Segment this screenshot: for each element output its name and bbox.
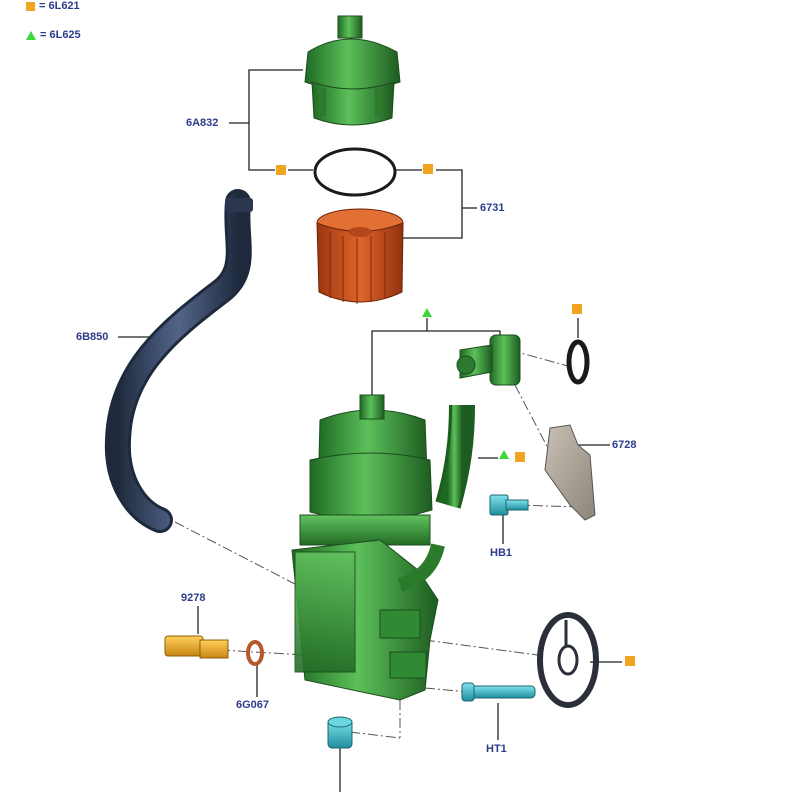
gasket-ring xyxy=(537,612,599,708)
triangle-marker-icon xyxy=(26,30,36,40)
part-label-6728: 6728 xyxy=(612,439,637,451)
part-label-6a832: 6A832 xyxy=(186,117,219,129)
part-label-6731: 6731 xyxy=(480,202,505,214)
part-label-6g067: 6G067 xyxy=(236,699,270,711)
pin-ht1 xyxy=(461,682,536,702)
triangle-marker-icon xyxy=(422,308,432,317)
leader-6731 xyxy=(402,169,463,239)
elbow-fitting xyxy=(456,334,521,386)
sealing-washer xyxy=(246,640,264,666)
part-label-9278: 9278 xyxy=(181,592,206,604)
filter-element xyxy=(316,208,404,304)
seal-ring xyxy=(566,339,590,385)
filter-cap xyxy=(304,15,401,126)
part-label-ht1: HT1 xyxy=(486,743,507,755)
legend-text-square: = 6L621 xyxy=(39,0,80,12)
oil-filter-housing xyxy=(291,394,445,701)
legend-item-triangle: = 6L625 xyxy=(26,29,81,41)
leader-6a832 xyxy=(248,69,303,171)
mounting-bracket xyxy=(544,424,596,521)
square-marker-icon xyxy=(26,1,35,11)
square-marker-icon xyxy=(423,164,433,174)
triangle-marker-icon xyxy=(499,450,509,459)
square-marker-icon xyxy=(276,165,286,175)
legend-item-square: = 6L621 xyxy=(26,0,80,12)
legend-text-triangle: = 6L625 xyxy=(40,29,81,41)
coolant-pipe xyxy=(438,404,472,508)
drain-nut xyxy=(327,716,353,749)
square-marker-icon xyxy=(572,304,582,314)
square-marker-icon xyxy=(515,452,525,462)
bolt-hb1 xyxy=(489,494,529,516)
o-ring xyxy=(313,147,397,197)
oil-pressure-sender xyxy=(164,635,229,659)
part-label-hb1: HB1 xyxy=(490,547,513,559)
part-label-6b850: 6B850 xyxy=(76,331,109,343)
square-marker-icon xyxy=(625,656,635,666)
